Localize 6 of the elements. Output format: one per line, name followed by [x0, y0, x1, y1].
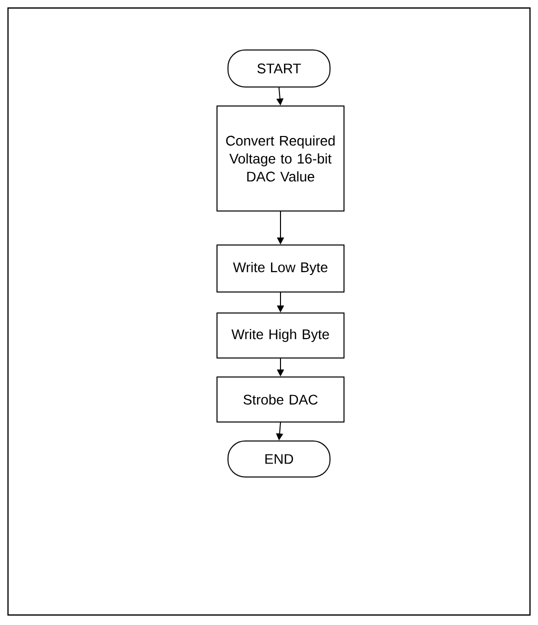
process-box: Convert Required Voltage to 16-bit DAC Value: [216, 106, 344, 212]
process-box: Strobe DAC: [216, 376, 344, 422]
terminal-pill: START: [228, 50, 330, 88]
process-box: Write High Byte: [216, 312, 344, 358]
terminal-pill: END: [228, 440, 330, 478]
process-box: Write Low Byte: [216, 244, 344, 292]
